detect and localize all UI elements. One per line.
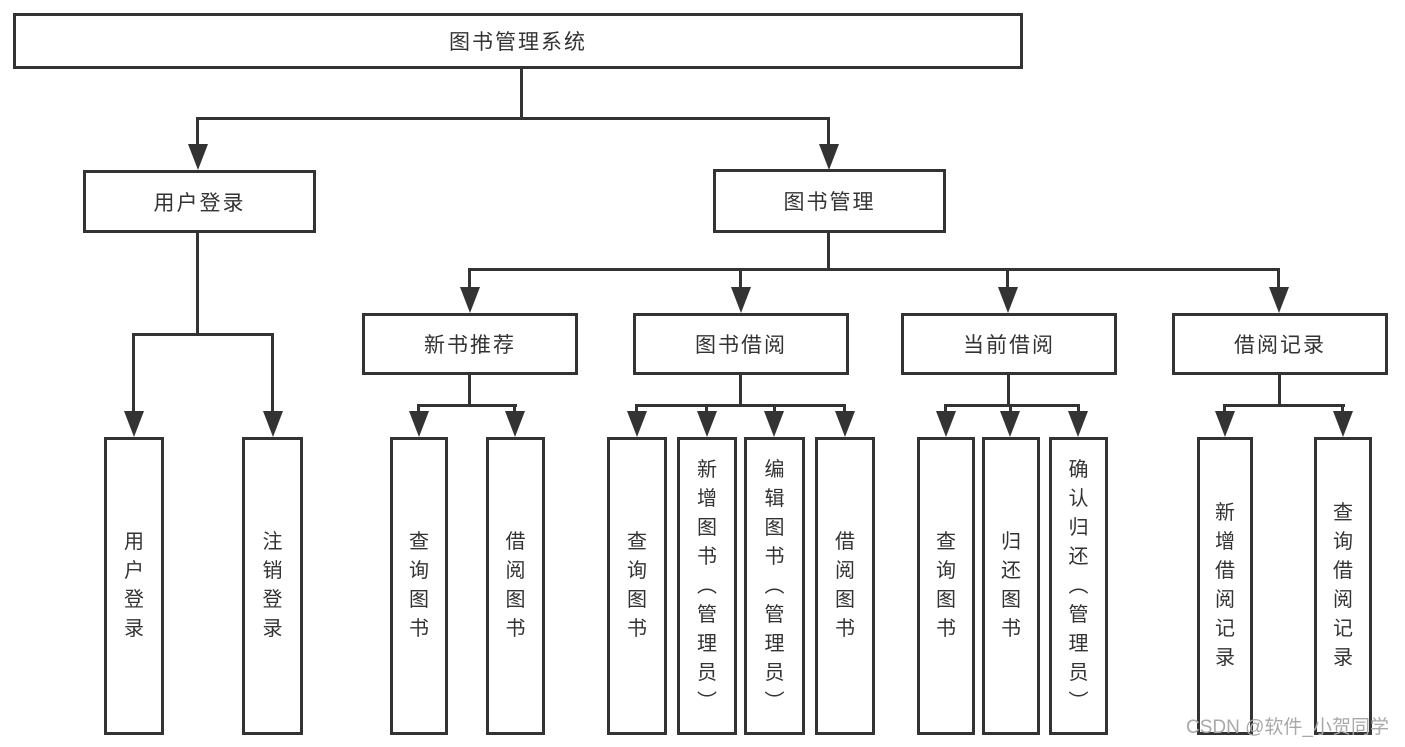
arrowhead-book-management-icon	[819, 144, 839, 170]
arrowhead-record-add-icon	[1215, 411, 1235, 437]
connector-borrow-hbar	[635, 404, 846, 407]
connector-record-hbar	[1223, 404, 1345, 407]
node-leaf-logout: 注销登录	[242, 437, 303, 735]
arrowhead-current-confirm-icon	[1068, 411, 1088, 437]
connector-shaft-recommend-borrow	[513, 404, 516, 416]
arrowhead-current-query-icon	[936, 411, 956, 437]
connector-shaft-leaf-logout	[271, 333, 274, 411]
csdn-watermark: CSDN @软件_小贺同学	[1186, 717, 1389, 738]
connector-shaft-record-query	[1341, 404, 1344, 416]
connector-user-hbar	[132, 333, 274, 336]
node-borrowing-records: 借阅记录	[1172, 313, 1388, 375]
node-library-management-system: 图书管理系统	[13, 13, 1023, 69]
connector-recommend-stub	[468, 375, 471, 406]
arrowhead-borrow-borrow-icon	[835, 411, 855, 437]
node-leaf-record-query-borrow-record: 查询借阅记录	[1314, 437, 1372, 735]
node-new-book-recommendation: 新书推荐	[362, 313, 578, 375]
connector-shaft-current-return	[1009, 404, 1012, 416]
node-leaf-current-confirm-return-admin: 确认归还︵管理员︶	[1049, 437, 1108, 735]
arrowhead-current-icon	[998, 287, 1018, 313]
node-leaf-current-query-books: 查询图书	[917, 437, 975, 735]
connector-user-stub	[196, 233, 199, 333]
node-leaf-user-login: 用户登录	[104, 437, 164, 735]
connector-shaft-record-add	[1223, 404, 1226, 416]
node-leaf-current-return-books: 归还图书	[982, 437, 1040, 735]
connector-shaft-borrow-query	[635, 404, 638, 416]
connector-shaft-current-query	[944, 404, 947, 416]
arrowhead-recommend-borrow-icon	[505, 411, 525, 437]
arrowhead-leaf-user-login-icon	[124, 411, 144, 437]
node-leaf-borrow-query-books: 查询图书	[607, 437, 667, 735]
connector-shaft-user-login	[196, 117, 199, 145]
node-leaf-borrow-edit-books-admin: 编辑图书︵管理员︶	[744, 437, 805, 735]
connector-shaft-recommend-query	[417, 404, 420, 416]
arrowhead-borrow-query-icon	[627, 411, 647, 437]
node-current-borrowing: 当前借阅	[901, 313, 1117, 375]
node-user-login: 用户登录	[83, 170, 316, 233]
node-book-management: 图书管理	[713, 169, 946, 233]
connector-shaft-borrow-borrow	[843, 404, 846, 416]
arrowhead-record-icon	[1269, 287, 1289, 313]
connector-shaft-borrow-edit	[773, 404, 776, 416]
connector-shaft-current-confirm	[1077, 404, 1080, 416]
connector-bookmgmt-stub	[827, 233, 830, 271]
connector-recommend-hbar	[417, 404, 517, 407]
connector-shaft-recommend	[468, 268, 471, 290]
node-leaf-record-add-borrow-record: 新增借阅记录	[1197, 437, 1253, 735]
connector-root-hbar	[196, 117, 830, 120]
connector-current-stub	[1007, 375, 1010, 406]
arrowhead-record-query-icon	[1333, 411, 1353, 437]
arrowhead-user-login-icon	[188, 144, 208, 170]
arrowhead-recommend-query-icon	[409, 411, 429, 437]
connector-bookmgmt-hbar	[468, 268, 1280, 271]
connector-shaft-record	[1277, 268, 1280, 290]
node-leaf-recommend-borrow-books: 借阅图书	[486, 437, 545, 735]
connector-shaft-borrow	[739, 268, 742, 290]
arrowhead-recommend-icon	[460, 287, 480, 313]
connector-shaft-book-management	[827, 117, 830, 145]
node-leaf-borrow-add-books-admin: 新增图书︵管理员︶	[677, 437, 737, 735]
connector-record-stub	[1278, 375, 1281, 406]
arrowhead-borrow-edit-icon	[764, 411, 784, 437]
arrowhead-borrow-icon	[731, 287, 751, 313]
connector-current-hbar	[944, 404, 1080, 407]
node-leaf-recommend-query-books: 查询图书	[390, 437, 448, 735]
connector-shaft-leaf-user-login	[132, 333, 135, 411]
connector-shaft-current	[1006, 268, 1009, 290]
arrowhead-borrow-add-icon	[697, 411, 717, 437]
node-book-borrowing: 图书借阅	[633, 313, 849, 375]
arrowhead-leaf-logout-icon	[263, 411, 283, 437]
connector-root-stub	[520, 69, 523, 119]
connector-shaft-borrow-add	[705, 404, 708, 416]
node-leaf-borrow-borrow-books: 借阅图书	[815, 437, 875, 735]
connector-borrow-stub	[739, 375, 742, 406]
arrowhead-current-return-icon	[1000, 411, 1020, 437]
